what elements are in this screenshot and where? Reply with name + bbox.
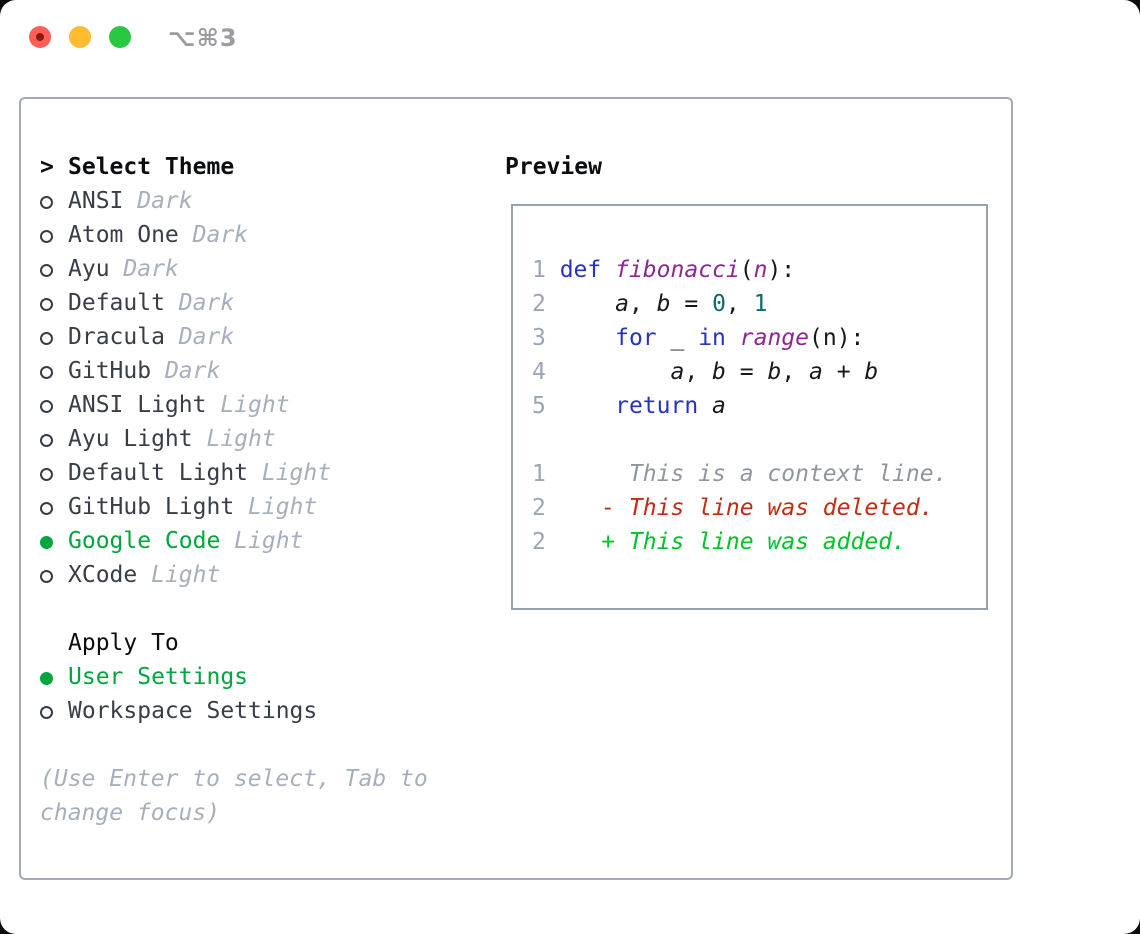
diff-preview: 1 This is a context line. 2 - This line w… [532,457,986,559]
option-variant-label: Light [206,426,276,452]
line-number: 2 [532,495,546,521]
code-line: 3 for _ in range(n): [532,325,865,351]
apply-to-option[interactable]: Workspace Settings [40,694,500,728]
option-label: Atom One [68,222,179,248]
radio-selected-icon [40,660,68,694]
theme-option[interactable]: GitHub Light Light [40,490,500,524]
option-label: GitHub Light [68,494,235,520]
radio-icon [40,422,68,456]
theme-option[interactable]: Google Code Light [40,524,500,558]
radio-icon [40,184,68,218]
option-label: Google Code [68,528,221,554]
line-number: 1 [532,257,560,283]
radio-icon [40,286,68,320]
theme-option[interactable]: XCode Light [40,558,500,592]
radio-icon [40,252,68,286]
theme-option[interactable]: Dracula Dark [40,320,500,354]
theme-option[interactable]: Atom One Dark [40,218,500,252]
radio-icon [40,456,68,490]
option-label: Default Light [68,460,249,486]
option-label: Default [68,290,165,316]
select-theme-header: > Select Theme [40,150,500,184]
close-button[interactable] [29,26,51,48]
option-label: GitHub [68,358,152,384]
theme-option[interactable]: ANSI Light Light [40,388,500,422]
minimize-button[interactable] [69,26,91,48]
line-number: 4 [532,359,560,385]
option-variant-label: Light [151,562,221,588]
option-variant-label: Dark [137,188,193,214]
line-number: 3 [532,325,560,351]
radio-icon [40,694,68,728]
option-label: Ayu [68,256,110,282]
theme-option[interactable]: GitHub Dark [40,354,500,388]
diff-line-context: 1 This is a context line. [532,461,948,487]
code-line: 4 a, b = b, a + b [532,359,879,385]
radio-icon [40,354,68,388]
preview-box: 1 def fibonacci(n): 2 a, b = 0, 1 3 for _ … [511,204,988,610]
option-variant-label: Dark [192,222,249,248]
spacer [40,592,500,626]
theme-option[interactable]: Default Dark [40,286,500,320]
theme-option[interactable]: ANSI Dark [40,184,500,218]
theme-option[interactable]: Ayu Dark [40,252,500,286]
zoom-button[interactable] [109,26,131,48]
radio-icon [40,388,68,422]
code-line: 5 return a [532,393,726,419]
option-variant-label: Dark [178,290,235,316]
window-title: ⌥⌘3 [168,24,238,52]
diff-line-added: 2 + This line was added. [532,529,906,555]
line-number: 2 [532,291,560,317]
option-label: Workspace Settings [68,698,318,724]
option-variant-label: Dark [178,324,235,350]
focus-caret-icon: > [40,154,54,180]
option-variant-label: Light [261,460,332,486]
apply-to-header: Apply To [68,630,179,656]
code-line: 2 a, b = 0, 1 [532,291,768,317]
option-label: ANSI Light [68,392,207,418]
radio-icon [40,490,68,524]
apply-to-option[interactable]: User Settings [40,660,500,694]
code-line: 1 def fibonacci(n): [532,257,796,283]
radio-icon [40,218,68,252]
line-number: 5 [532,393,560,419]
unsaved-indicator-icon [36,33,44,41]
option-label: User Settings [68,664,249,690]
radio-icon [40,320,68,354]
option-label: Ayu Light [68,426,193,452]
preview-column: Preview 1 def fibonacci(n): 2 a, b = 0, 1… [505,150,988,610]
radio-icon [40,558,68,592]
option-variant-label: Light [248,494,318,520]
line-number: 2 [532,529,546,555]
option-variant-label: Dark [164,358,221,384]
option-label: ANSI [68,188,124,214]
option-label: Dracula [68,324,165,350]
option-variant-label: Light [220,392,290,418]
option-label: XCode [68,562,138,588]
help-text: (Use Enter to select, Tab to change focu… [40,766,428,826]
line-number: 1 [532,461,546,487]
select-theme-title: Select Theme [68,154,235,180]
option-variant-label: Light [234,528,304,554]
spacer [532,423,986,457]
theme-option[interactable]: Ayu Light Light [40,422,500,456]
preview-title: Preview [505,154,602,180]
radio-selected-icon [40,524,68,558]
code-preview: 1 def fibonacci(n): 2 a, b = 0, 1 3 for _ … [532,253,986,423]
theme-option[interactable]: Default Light Light [40,456,500,490]
diff-line-deleted: 2 - This line was deleted. [532,495,934,521]
window-titlebar: ⌥⌘3 [0,0,1140,75]
option-variant-label: Dark [123,256,179,282]
